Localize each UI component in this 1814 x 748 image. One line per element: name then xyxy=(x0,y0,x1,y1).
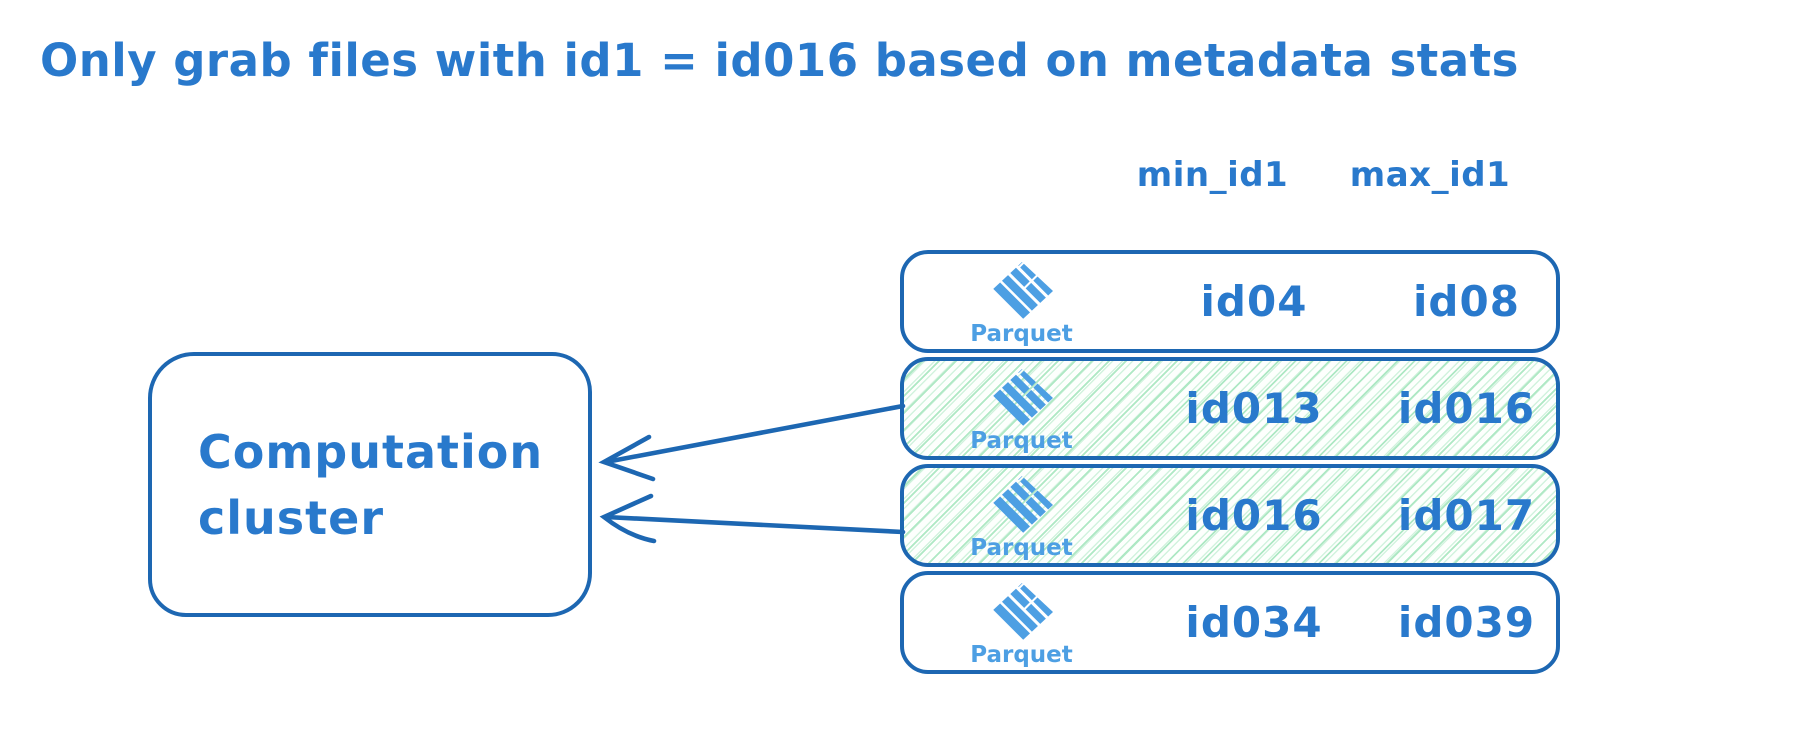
cluster-label-line2: cluster xyxy=(198,490,385,545)
max-id1-value: id016 xyxy=(1397,384,1536,433)
column-header-min-id1: min_id1 xyxy=(1136,155,1289,195)
max-id1-value: id039 xyxy=(1397,598,1536,647)
max-id1-value: id08 xyxy=(1413,277,1520,326)
min-id1-value: id013 xyxy=(1185,384,1323,433)
table-row: Parquet id04 id08 xyxy=(900,250,1560,353)
parquet-logo-icon xyxy=(979,475,1065,537)
parquet-logo-icon xyxy=(979,368,1065,430)
column-header-max-id1: max_id1 xyxy=(1349,155,1511,195)
min-id1-value: id04 xyxy=(1200,277,1308,326)
parquet-label: Parquet xyxy=(970,641,1073,668)
min-id1-value: id034 xyxy=(1185,598,1323,647)
parquet-label: Parquet xyxy=(970,534,1073,561)
parquet-label: Parquet xyxy=(970,427,1073,454)
cluster-label-line1: Computation xyxy=(198,424,544,479)
table-row-highlighted: Parquet id016 id017 xyxy=(900,464,1560,567)
parquet-label: Parquet xyxy=(970,320,1073,347)
computation-cluster-box: Computation cluster xyxy=(148,352,592,617)
parquet-logo-cell: Parquet xyxy=(904,468,1139,563)
diagram-title: Only grab files with id1 = id016 based o… xyxy=(40,34,1519,87)
min-id1-value: id016 xyxy=(1185,491,1323,540)
parquet-logo-cell: Parquet xyxy=(904,361,1139,456)
parquet-logo-icon xyxy=(979,582,1065,644)
table-row-highlighted: Parquet id013 id016 xyxy=(900,357,1560,460)
parquet-logo-icon xyxy=(979,261,1065,323)
max-id1-value: id017 xyxy=(1397,491,1536,540)
parquet-file-list: Parquet id04 id08 Parquet id013 id016 Pa… xyxy=(900,250,1560,678)
table-row: Parquet id034 id039 xyxy=(900,571,1560,674)
parquet-logo-cell: Parquet xyxy=(904,575,1139,670)
parquet-logo-cell: Parquet xyxy=(904,254,1139,349)
